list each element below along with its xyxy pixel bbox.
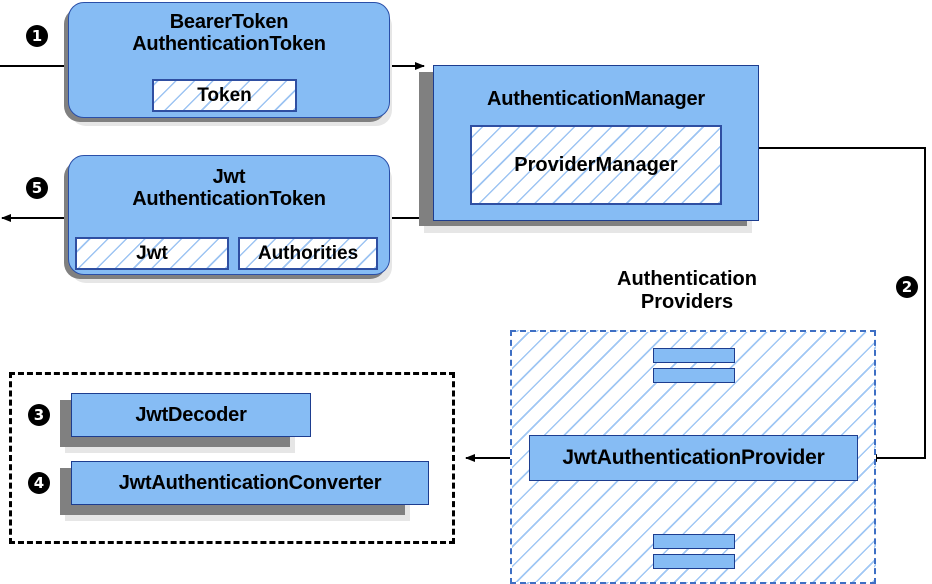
authentication-manager-title: AuthenticationManager xyxy=(486,88,706,110)
bearer-token-node[interactable]: BearerToken AuthenticationToken xyxy=(68,2,390,118)
jwt-authentication-provider-label: JwtAuthenticationProvider xyxy=(562,446,825,470)
provider-manager-inner-box[interactable]: ProviderManager xyxy=(470,125,722,205)
token-inner-label: Token xyxy=(197,84,252,106)
authentication-providers-caption-line1: Authentication xyxy=(617,268,757,290)
step-badge-3-label: 3 xyxy=(33,405,45,424)
bearer-token-title-line1: BearerToken xyxy=(169,11,289,33)
step-badge-5: 5 xyxy=(26,177,48,199)
step-badge-2-label: 2 xyxy=(901,277,913,296)
authentication-providers-caption-line2: Providers xyxy=(640,290,734,313)
authorities-inner-label: Authorities xyxy=(257,242,359,264)
provider-stub-top-bar-1 xyxy=(653,348,735,363)
bearer-token-title: BearerToken AuthenticationToken xyxy=(132,11,326,56)
jwt-inner-box[interactable]: Jwt xyxy=(75,237,229,270)
provider-manager-label: ProviderManager xyxy=(514,153,678,176)
step-badge-4-label: 4 xyxy=(33,473,45,492)
jwt-token-title-line2: AuthenticationToken xyxy=(132,188,326,211)
jwt-inner-label: Jwt xyxy=(136,242,168,264)
jwt-token-title: Jwt AuthenticationToken xyxy=(132,166,326,211)
step-badge-1-label: 1 xyxy=(31,26,43,45)
jwt-token-title-line1: Jwt xyxy=(212,166,246,188)
token-inner-box[interactable]: Token xyxy=(152,79,297,112)
jwt-authentication-converter-label: JwtAuthenticationConverter xyxy=(118,471,382,494)
step-badge-4: 4 xyxy=(28,472,50,494)
authorities-inner-box[interactable]: Authorities xyxy=(238,237,378,270)
provider-stub-bottom-bar-2 xyxy=(653,554,735,569)
support-components-container xyxy=(9,372,455,544)
step-badge-1: 1 xyxy=(26,25,48,47)
jwt-decoder-node[interactable]: JwtDecoder xyxy=(71,393,311,437)
provider-stub-top-bar-2 xyxy=(653,368,735,383)
jwt-decoder-label: JwtDecoder xyxy=(135,403,247,426)
bearer-token-title-line2: AuthenticationToken xyxy=(132,33,326,56)
jwt-authentication-provider-node[interactable]: JwtAuthenticationProvider xyxy=(529,435,858,481)
line-manager-to-provider xyxy=(759,147,926,462)
step-badge-3: 3 xyxy=(28,404,50,426)
step-badge-5-label: 5 xyxy=(31,178,43,197)
authentication-providers-caption: Authentication Providers xyxy=(592,268,782,314)
provider-stub-bottom-bar-1 xyxy=(653,534,735,549)
jwt-authentication-converter-node[interactable]: JwtAuthenticationConverter xyxy=(71,461,429,505)
step-badge-2: 2 xyxy=(896,276,918,298)
